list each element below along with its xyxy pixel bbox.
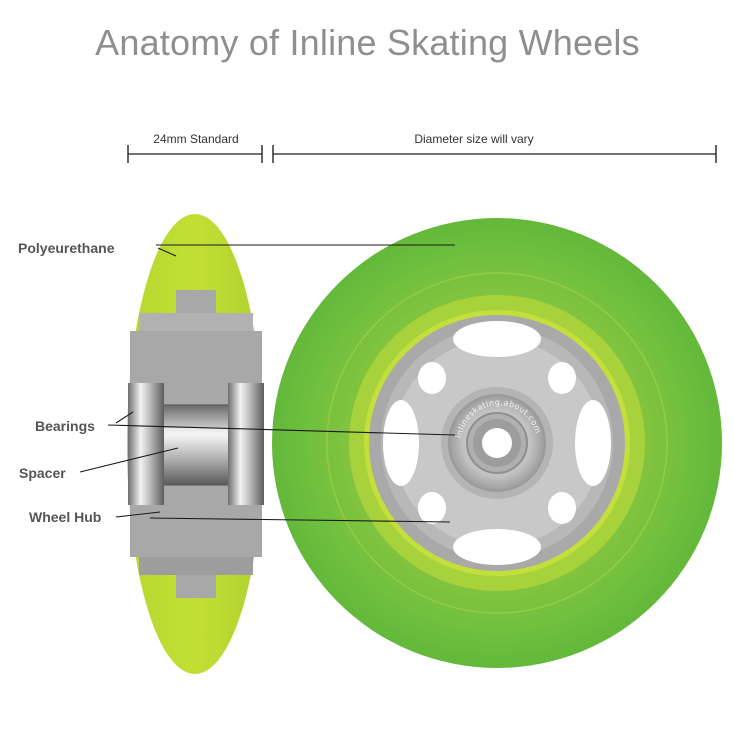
diameter-dimension-label: Diameter size will vary	[414, 132, 533, 146]
label-spacer: Spacer	[19, 465, 66, 481]
wheel-front-view: inlineskating.about.com	[272, 218, 722, 668]
diameter-dimension	[272, 145, 717, 163]
side-spacer	[164, 405, 228, 485]
diagram-title: Anatomy of Inline Skating Wheels	[95, 22, 640, 63]
leader-lines	[79, 244, 456, 523]
axle-hole	[482, 428, 512, 458]
width-dimension	[127, 145, 263, 163]
side-bearing-left	[128, 383, 164, 505]
wheel-side-view	[127, 214, 264, 674]
label-polyurethane: Polyeurethane	[18, 240, 115, 256]
label-bearings: Bearings	[35, 418, 95, 434]
side-bearing-right	[228, 383, 264, 505]
hub-spoke-openings	[383, 321, 611, 565]
width-dimension-label: 24mm Standard	[153, 132, 238, 146]
label-wheel-hub: Wheel Hub	[29, 509, 101, 525]
